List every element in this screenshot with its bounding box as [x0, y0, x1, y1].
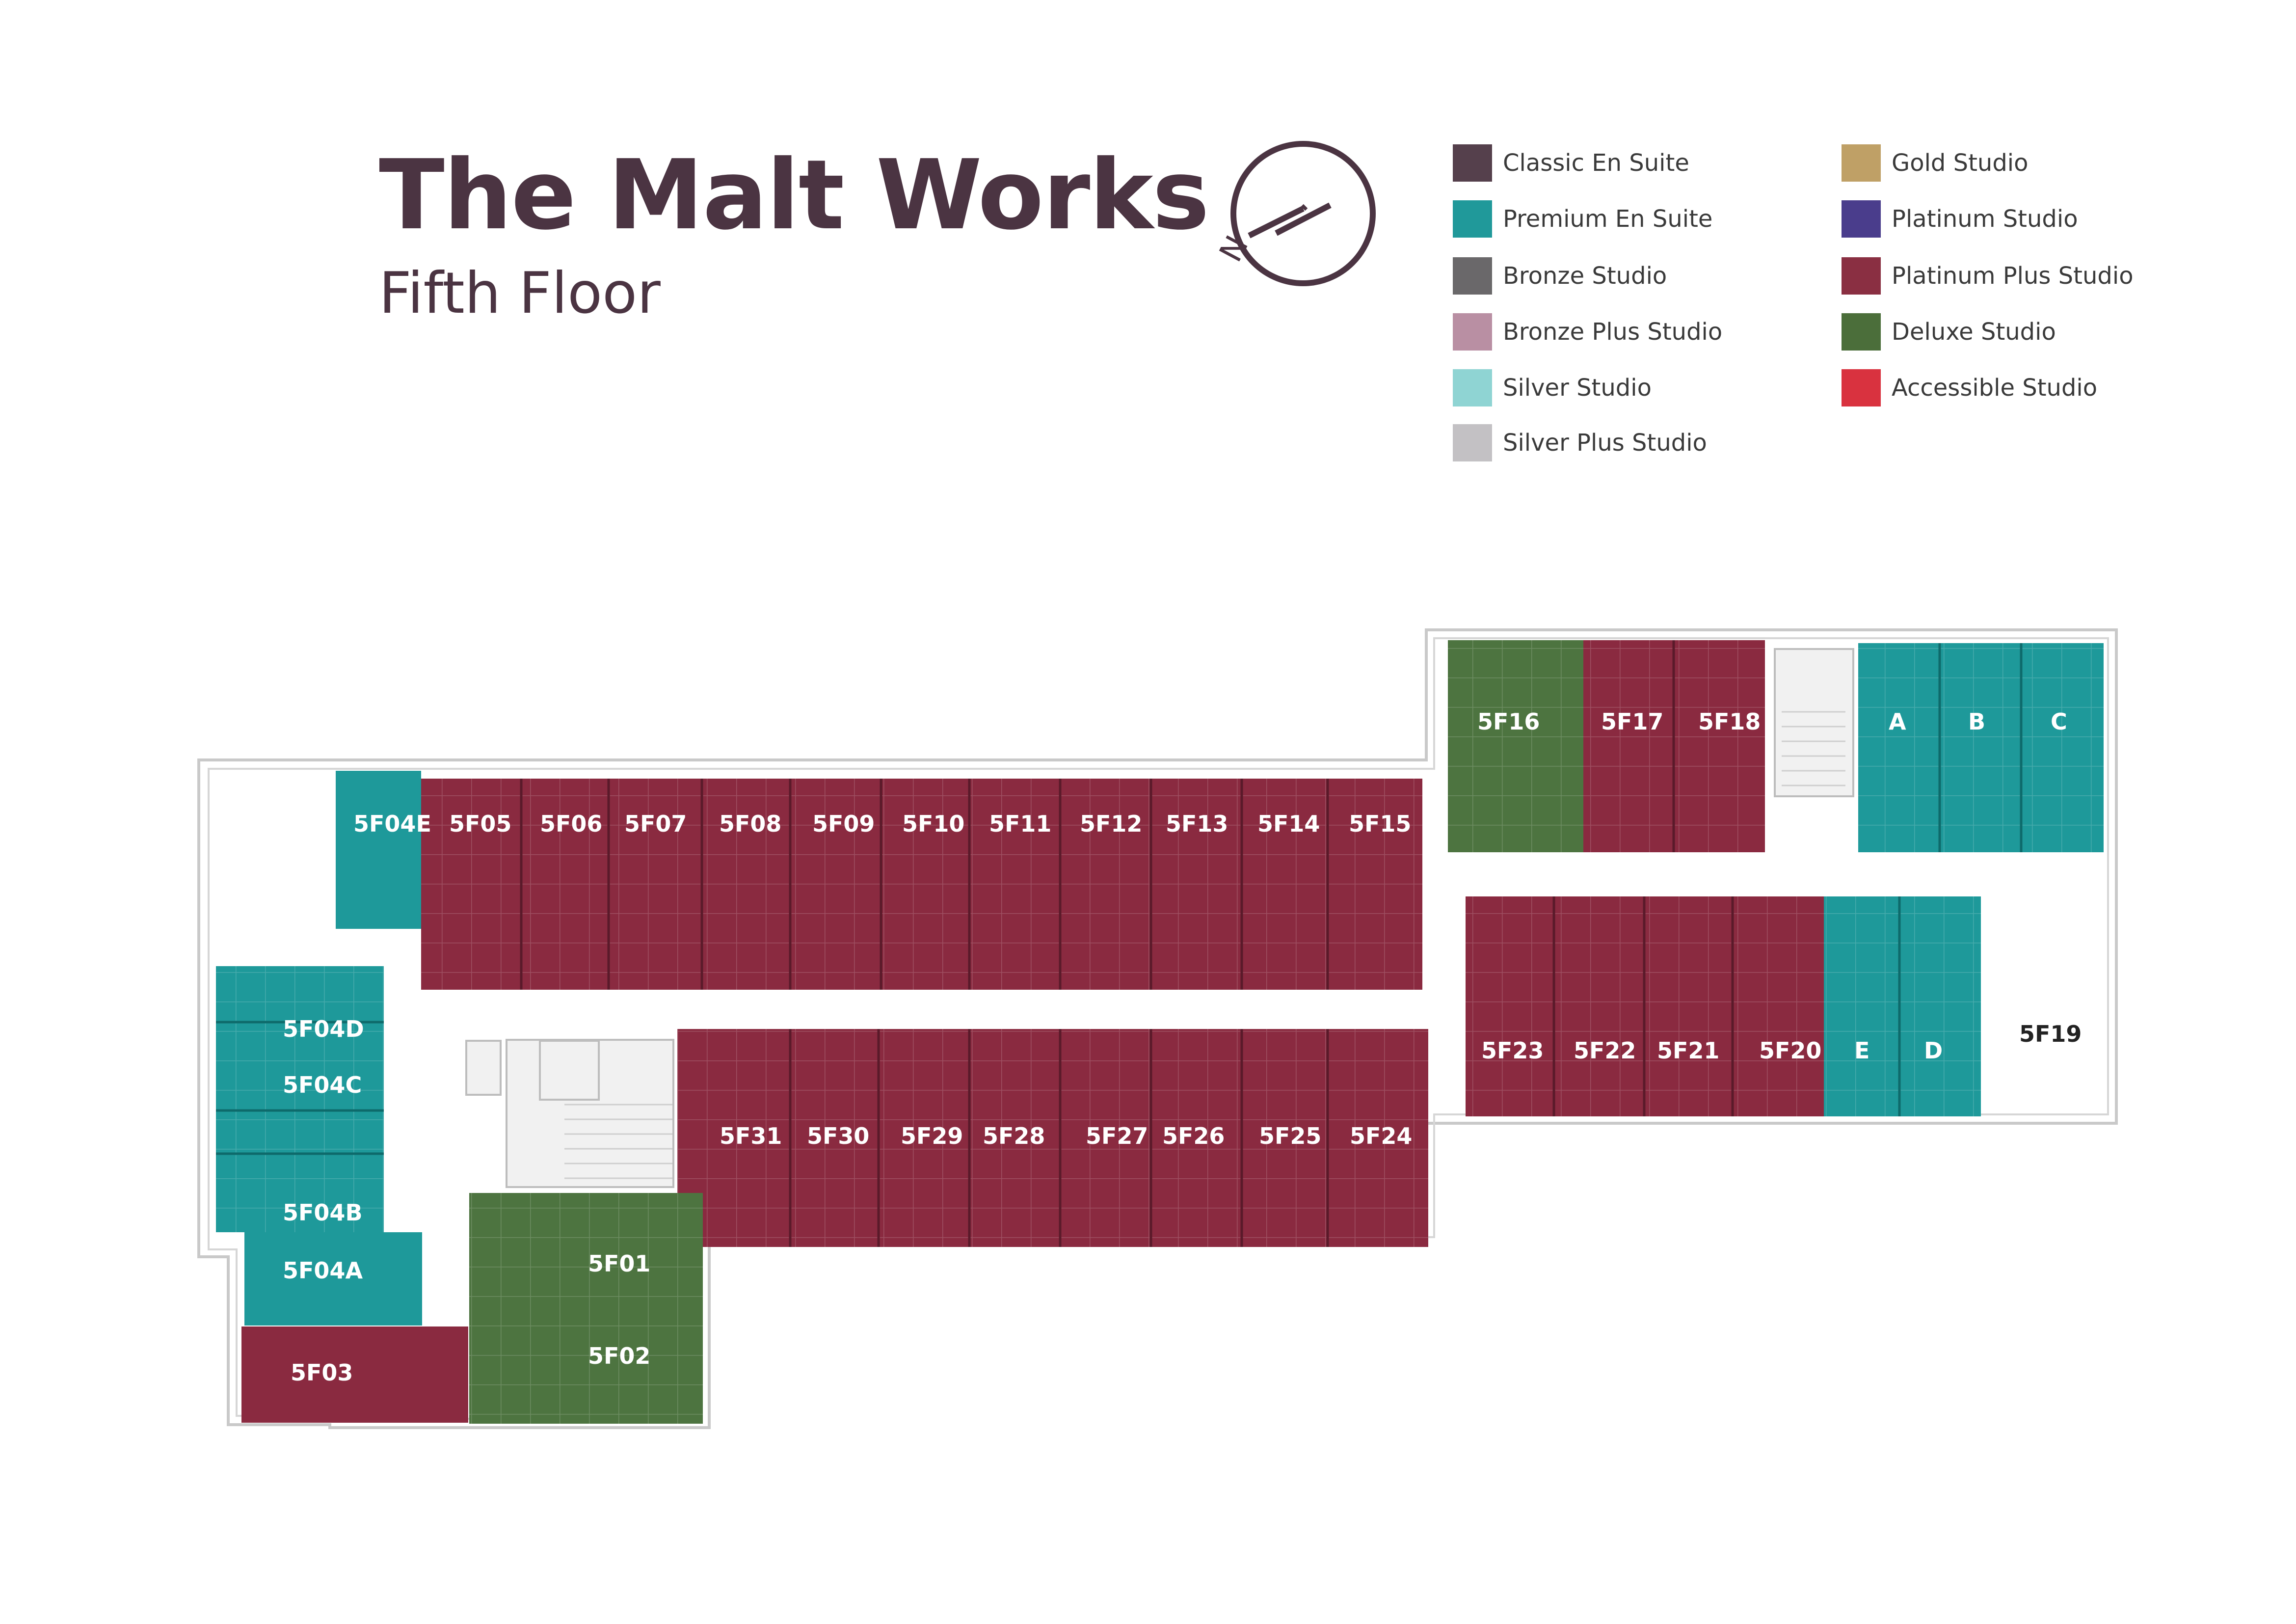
room-labels: 5F04E 5F05 5F06 5F07 5F08 5F09 5F10 5F11… [283, 708, 2082, 1386]
core-stairs [465, 648, 1854, 1188]
legend-swatch [1842, 313, 1881, 351]
legend-swatch [1453, 257, 1492, 295]
legend-label: Bronze Studio [1503, 262, 1667, 290]
legend-label: Platinum Plus Studio [1892, 262, 2134, 290]
room-label-B: B [1968, 708, 1985, 735]
room-label-5F11: 5F11 [989, 811, 1051, 837]
room-label-5F01: 5F01 [588, 1250, 650, 1277]
room-label-5F07: 5F07 [624, 811, 687, 837]
deluxe-rooms [469, 640, 1583, 1424]
room-label-5F22: 5F22 [1574, 1037, 1636, 1064]
room-label-5F05: 5F05 [449, 811, 511, 837]
page-subtitle: Fifth Floor [379, 260, 661, 326]
room-label-5F27: 5F27 [1086, 1123, 1148, 1149]
legend-swatch [1842, 369, 1881, 406]
room-label-5F21: 5F21 [1657, 1037, 1719, 1064]
legend-label: Premium En Suite [1503, 205, 1713, 233]
room-label-5F25: 5F25 [1259, 1123, 1321, 1149]
room-label-5F02: 5F02 [588, 1343, 650, 1369]
legend-swatch [1453, 200, 1492, 238]
legend-label: Platinum Studio [1892, 205, 2078, 233]
legend-item-bronze: Bronze Studio [1453, 256, 1667, 296]
room-label-5F13: 5F13 [1166, 811, 1228, 837]
premium-rooms [216, 643, 2104, 1326]
room-dividers [520, 640, 1734, 1247]
legend-swatch [1453, 313, 1492, 351]
legend-label: Gold Studio [1892, 149, 2029, 177]
north-arrow-icon: N [1213, 141, 1376, 286]
room-label-5F30: 5F30 [807, 1123, 869, 1149]
room-label-5F08: 5F08 [719, 811, 781, 837]
room-label-5F26: 5F26 [1162, 1123, 1225, 1149]
room-label-5F29: 5F29 [901, 1123, 963, 1149]
room-label-5F10: 5F10 [902, 811, 964, 837]
legend-label: Silver Plus Studio [1503, 429, 1707, 457]
room-label-C: C [2051, 708, 2067, 735]
legend-swatch [1842, 257, 1881, 295]
legend-label: Accessible Studio [1892, 374, 2098, 402]
legend-swatch [1453, 424, 1492, 461]
legend-swatch [1842, 200, 1881, 238]
room-label-5F19: 5F19 [2019, 1021, 2082, 1047]
room-label-5F06: 5F06 [540, 811, 602, 837]
legend-item-silver-plus: Silver Plus Studio [1453, 423, 1707, 462]
legend-label: Silver Studio [1503, 374, 1652, 402]
legend-item-platinum-plus: Platinum Plus Studio [1842, 256, 2134, 296]
room-label-5F04B: 5F04B [283, 1199, 363, 1226]
legend-label: Bronze Plus Studio [1503, 318, 1723, 346]
legend-label: Classic En Suite [1503, 149, 1689, 177]
legend-item-silver: Silver Studio [1453, 368, 1652, 407]
room-label-5F03: 5F03 [291, 1359, 353, 1386]
teal-dividers [216, 643, 2023, 1155]
legend-item-deluxe: Deluxe Studio [1842, 312, 2056, 352]
legend-label: Deluxe Studio [1892, 318, 2056, 346]
legend-item-bronze-plus: Bronze Plus Studio [1453, 312, 1722, 352]
room-label-5F04D: 5F04D [283, 1016, 364, 1042]
room-label-E: E [1854, 1037, 1869, 1064]
room-label-5F09: 5F09 [812, 811, 875, 837]
room-label-5F20: 5F20 [1759, 1037, 1821, 1064]
room-label-5F17: 5F17 [1601, 708, 1663, 735]
legend-item-platinum: Platinum Studio [1842, 199, 2078, 239]
legend-item-accessible: Accessible Studio [1842, 368, 2097, 407]
room-label-5F04A: 5F04A [283, 1257, 363, 1284]
room-label-5F28: 5F28 [983, 1123, 1045, 1149]
room-label-A: A [1889, 708, 1906, 735]
room-label-5F31: 5F31 [720, 1123, 782, 1149]
legend-item-premium: Premium En Suite [1453, 199, 1712, 239]
legend-item-classic: Classic En Suite [1453, 143, 1689, 183]
room-label-5F04E: 5F04E [353, 811, 431, 837]
room-label-D: D [1924, 1037, 1943, 1064]
room-label-5F15: 5F15 [1349, 811, 1411, 837]
room-label-5F18: 5F18 [1698, 708, 1761, 735]
room-label-5F24: 5F24 [1350, 1123, 1412, 1149]
page-title: The Malt Works [379, 139, 1209, 251]
room-label-5F16: 5F16 [1477, 708, 1540, 735]
room-label-5F04C: 5F04C [283, 1072, 362, 1098]
legend-swatch [1453, 144, 1492, 182]
stair-treads [564, 711, 1845, 1179]
legend-item-gold: Gold Studio [1842, 143, 2029, 183]
legend-swatch [1453, 369, 1492, 406]
room-label-5F23: 5F23 [1481, 1037, 1544, 1064]
platinum-plus-rooms [241, 640, 1824, 1423]
room-label-5F12: 5F12 [1080, 811, 1142, 837]
legend-swatch [1842, 144, 1881, 182]
room-label-5F14: 5F14 [1257, 811, 1320, 837]
